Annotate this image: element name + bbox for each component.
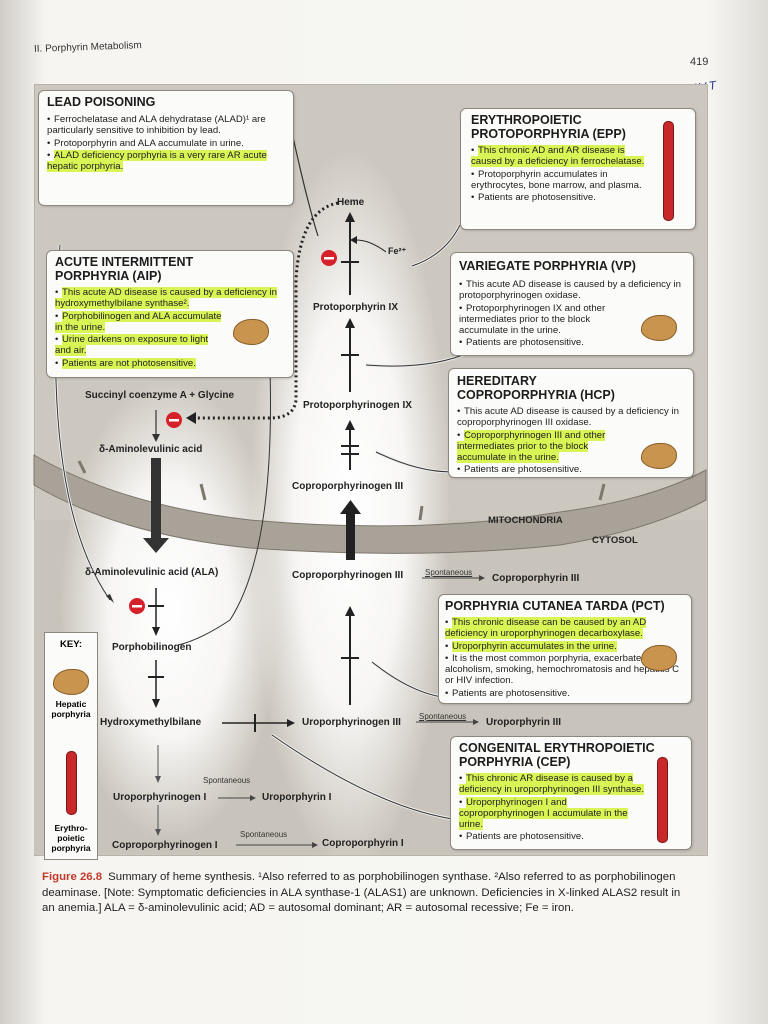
- membrane-folds: [77, 460, 606, 521]
- key-legend: KEY: Hepatic porphyria Erythro-poietic p…: [44, 632, 98, 860]
- key-erythro-label: Erythro-poietic porphyria: [51, 823, 91, 853]
- list-item: •Uroporphyrin accumulates in the urine.: [445, 640, 617, 652]
- hydroxymethylbilane-label: Hydroxymethylbilane: [100, 717, 202, 728]
- list-item: •Urine darkens on exposure to light and …: [55, 334, 209, 357]
- ala-cyto-label: δ-Aminolevulinic acid (ALA): [85, 567, 219, 578]
- fe-label: Fe²⁺: [388, 246, 407, 256]
- list-item: •This chronic AD and AR disease is cause…: [471, 145, 645, 168]
- cep-box: CONGENITAL ERYTHROPOIETIC PORPHYRIA (CEP…: [450, 736, 692, 850]
- uroporphyrinogen-iii-label: Uroporphyrinogen III: [302, 717, 401, 728]
- heme-feedback-inhibition: [196, 201, 339, 420]
- liver-icon: [53, 669, 89, 695]
- bone-marrow-icon: [66, 751, 77, 815]
- uroporphyrin-i-label: Uroporphyrin I: [262, 792, 332, 803]
- bone-marrow-icon: [663, 121, 674, 221]
- list-item: •Patients are photosensitive.: [459, 337, 584, 349]
- page-number: 419: [690, 56, 709, 68]
- porphobilinogen-label: Porphobilinogen: [112, 642, 192, 653]
- list-item: •It is the most common porphyria, exacer…: [445, 652, 680, 687]
- list-item: •ALAD deficiency porphyria is a very rar…: [47, 149, 267, 173]
- protoporphyrinogen-ix-label: Protoporphyrinogen IX: [303, 400, 412, 411]
- bone-marrow-icon: [657, 757, 668, 843]
- list-item: •This chronic AR disease is caused by a …: [459, 773, 645, 796]
- vp-title: VARIEGATE PORPHYRIA (VP): [459, 259, 636, 273]
- list-item: •Patients are photosensitive.: [471, 192, 596, 204]
- spontaneous-label: Spontaneous: [240, 830, 288, 839]
- epp-title-1: ERYTHROPOIETIC: [471, 113, 582, 127]
- cep-title-1: CONGENITAL ERYTHROPOIETIC: [459, 741, 655, 755]
- list-item: •Protoporphyrin accumulates in erythrocy…: [471, 168, 642, 191]
- epp-box: ERYTHROPOIETIC PROTOPORPHYRIA (EPP) •Thi…: [460, 108, 696, 230]
- pct-title: PORPHYRIA CUTANEA TARDA (PCT): [445, 599, 665, 613]
- list-item: •Patients are photosensitive.: [457, 464, 582, 476]
- aip-title-2: PORPHYRIA (AIP): [55, 269, 162, 283]
- list-item: •This acute AD disease is caused by a de…: [457, 406, 679, 429]
- liver-icon: [641, 443, 677, 469]
- spontaneous-label: Spontaneous: [203, 776, 251, 785]
- cep-title-2: PORPHYRIA (CEP): [459, 755, 571, 769]
- lead-poisoning-title: LEAD POISONING: [47, 95, 156, 109]
- lead-poisoning-box: LEAD POISONING •Ferrochelatase and ALA d…: [38, 90, 294, 206]
- list-item: •Uroporphyrinogen I and coproporphyrinog…: [459, 796, 628, 831]
- coproporphyrin-i-label: Coproporphyrin I: [322, 838, 404, 849]
- list-item: •This chronic disease can be caused by a…: [445, 617, 647, 640]
- fe-arrow: [355, 239, 387, 253]
- heme-label: Heme: [337, 197, 365, 208]
- ala-export-arrow: [151, 458, 161, 540]
- list-item: •This acute AD disease is caused by a de…: [459, 279, 681, 302]
- ala-mito-label: δ-Aminolevulinic acid: [99, 444, 203, 455]
- list-item: •Patients are not photosensitive.: [55, 357, 196, 369]
- protoporphyrin-ix-label: Protoporphyrin IX: [313, 302, 398, 313]
- mitochondrial-membrane: [33, 454, 707, 554]
- spontaneous-label: Spontaneous: [419, 712, 467, 721]
- coproporphyrinogen-iii-cyto-label: Coproporphyrinogen III: [292, 570, 404, 581]
- aip-title-1: ACUTE INTERMITTENT: [55, 255, 194, 269]
- key-title: KEY:: [60, 639, 82, 650]
- list-item: •Patients are photosensitive.: [459, 831, 584, 843]
- pct-box: PORPHYRIA CUTANEA TARDA (PCT) •This chro…: [438, 594, 692, 704]
- list-item: •Porphobilinogen and ALA accumulate in t…: [55, 310, 222, 333]
- list-item: •Coproporphyrinogen III and other interm…: [457, 429, 606, 464]
- coproporphyrinogen-i-label: Coproporphyrinogen I: [112, 840, 218, 851]
- epp-title-2: PROTOPORPHYRIA (EPP): [471, 127, 626, 141]
- figure-label: Figure 26.8: [42, 871, 103, 883]
- list-item: •Protoporphyrinogen IX and other interme…: [459, 302, 606, 337]
- hcp-title-1: HEREDITARY: [457, 374, 537, 388]
- uroporphyrinogen-i-label: Uroporphyrinogen I: [113, 792, 207, 803]
- hcp-box: HEREDITARY COPROPORPHYRIA (HCP) •This ac…: [448, 368, 694, 478]
- minus-circle-icon: [129, 598, 145, 614]
- list-item: •Protoporphyrin and ALA accumulate in ur…: [47, 137, 244, 149]
- list-item: •Patients are photosensitive.: [445, 687, 570, 699]
- key-hepatic-label: Hepatic porphyria: [51, 699, 91, 719]
- list-item: •Ferrochelatase and ALA dehydratase (ALA…: [47, 114, 266, 137]
- coproporphyrin-iii-label: Coproporphyrin III: [492, 573, 580, 584]
- liver-icon: [233, 319, 269, 345]
- mitochondria-label: MITOCHONDRIA: [488, 515, 563, 526]
- liver-icon: [641, 315, 677, 341]
- caption-text: Summary of heme synthesis. ¹Also referre…: [42, 871, 681, 914]
- uroporphyrin-iii-label: Uroporphyrin III: [486, 717, 561, 728]
- cytosol-label: CYTOSOL: [592, 535, 638, 546]
- mito-import-arrow: [346, 512, 355, 560]
- liver-icon: [641, 645, 677, 671]
- succinyl-coa-glycine-label: Succinyl coenzyme A + Glycine: [85, 390, 235, 401]
- aip-box: ACUTE INTERMITTENT PORPHYRIA (AIP) •This…: [46, 250, 294, 378]
- spontaneous-label: Spontaneous: [425, 568, 473, 577]
- hcp-title-2: COPROPORPHYRIA (HCP): [457, 388, 615, 402]
- list-item: •This acute AD disease is caused by a de…: [55, 287, 277, 310]
- minus-circle-icon: [166, 412, 182, 428]
- vp-box: VARIEGATE PORPHYRIA (VP) •This acute AD …: [450, 252, 694, 356]
- coproporphyrinogen-iii-mito-label: Coproporphyrinogen III: [292, 481, 404, 492]
- minus-circle-icon: [321, 250, 337, 266]
